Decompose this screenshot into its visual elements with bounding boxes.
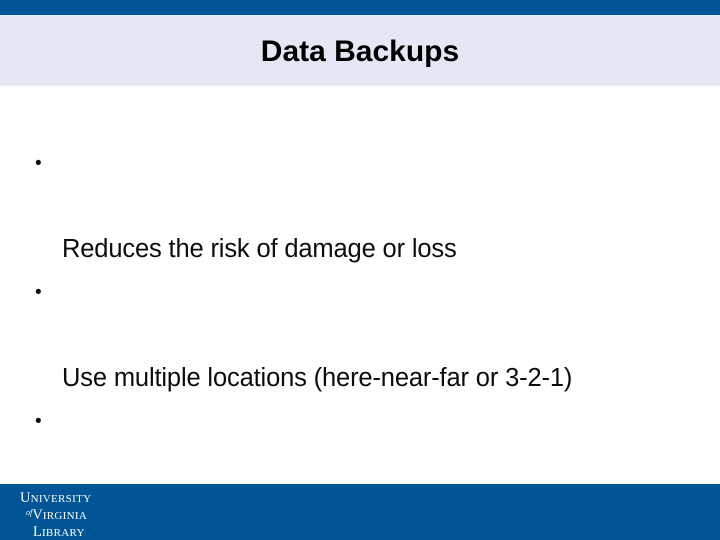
logo-line-university: UNIVERSITY	[20, 490, 140, 506]
top-accent-bar	[0, 0, 720, 15]
title-band: Data Backups	[0, 15, 720, 86]
bullet-marker-icon: •	[35, 153, 42, 174]
logo-library-initial: L	[33, 524, 42, 540]
page-title: Data Backups	[260, 34, 460, 68]
logo-virginia-rest: IRGINIA	[42, 510, 88, 522]
footer-bar: UNIVERSITY ofVIRGINIA LIBRARY	[0, 484, 720, 540]
slide-body: • Reduces the risk of damage or loss • U…	[0, 86, 720, 540]
logo-line-virginia: ofVIRGINIA	[26, 507, 140, 523]
logo-of-word: of	[26, 508, 33, 517]
logo-line-library: LIBRARY	[33, 524, 140, 540]
uva-library-logo: UNIVERSITY ofVIRGINIA LIBRARY	[20, 490, 140, 540]
bullet-list: • Reduces the risk of damage or loss • U…	[26, 142, 691, 540]
bullet-marker-icon: •	[35, 282, 42, 303]
list-item-text: Use multiple locations (here-near-far or…	[62, 364, 573, 392]
list-item: • Reduces the risk of damage or loss	[26, 142, 691, 271]
logo-virginia-initial: V	[32, 507, 43, 523]
list-item: • Use multiple locations (here-near-far …	[26, 271, 691, 400]
logo-university-rest: NIVERSITY	[30, 493, 92, 505]
logo-university-initial: U	[20, 490, 31, 506]
list-item-text: Reduces the risk of damage or loss	[62, 235, 457, 263]
logo-library-rest: IBRARY	[41, 527, 85, 539]
bullet-marker-icon: •	[35, 411, 42, 432]
